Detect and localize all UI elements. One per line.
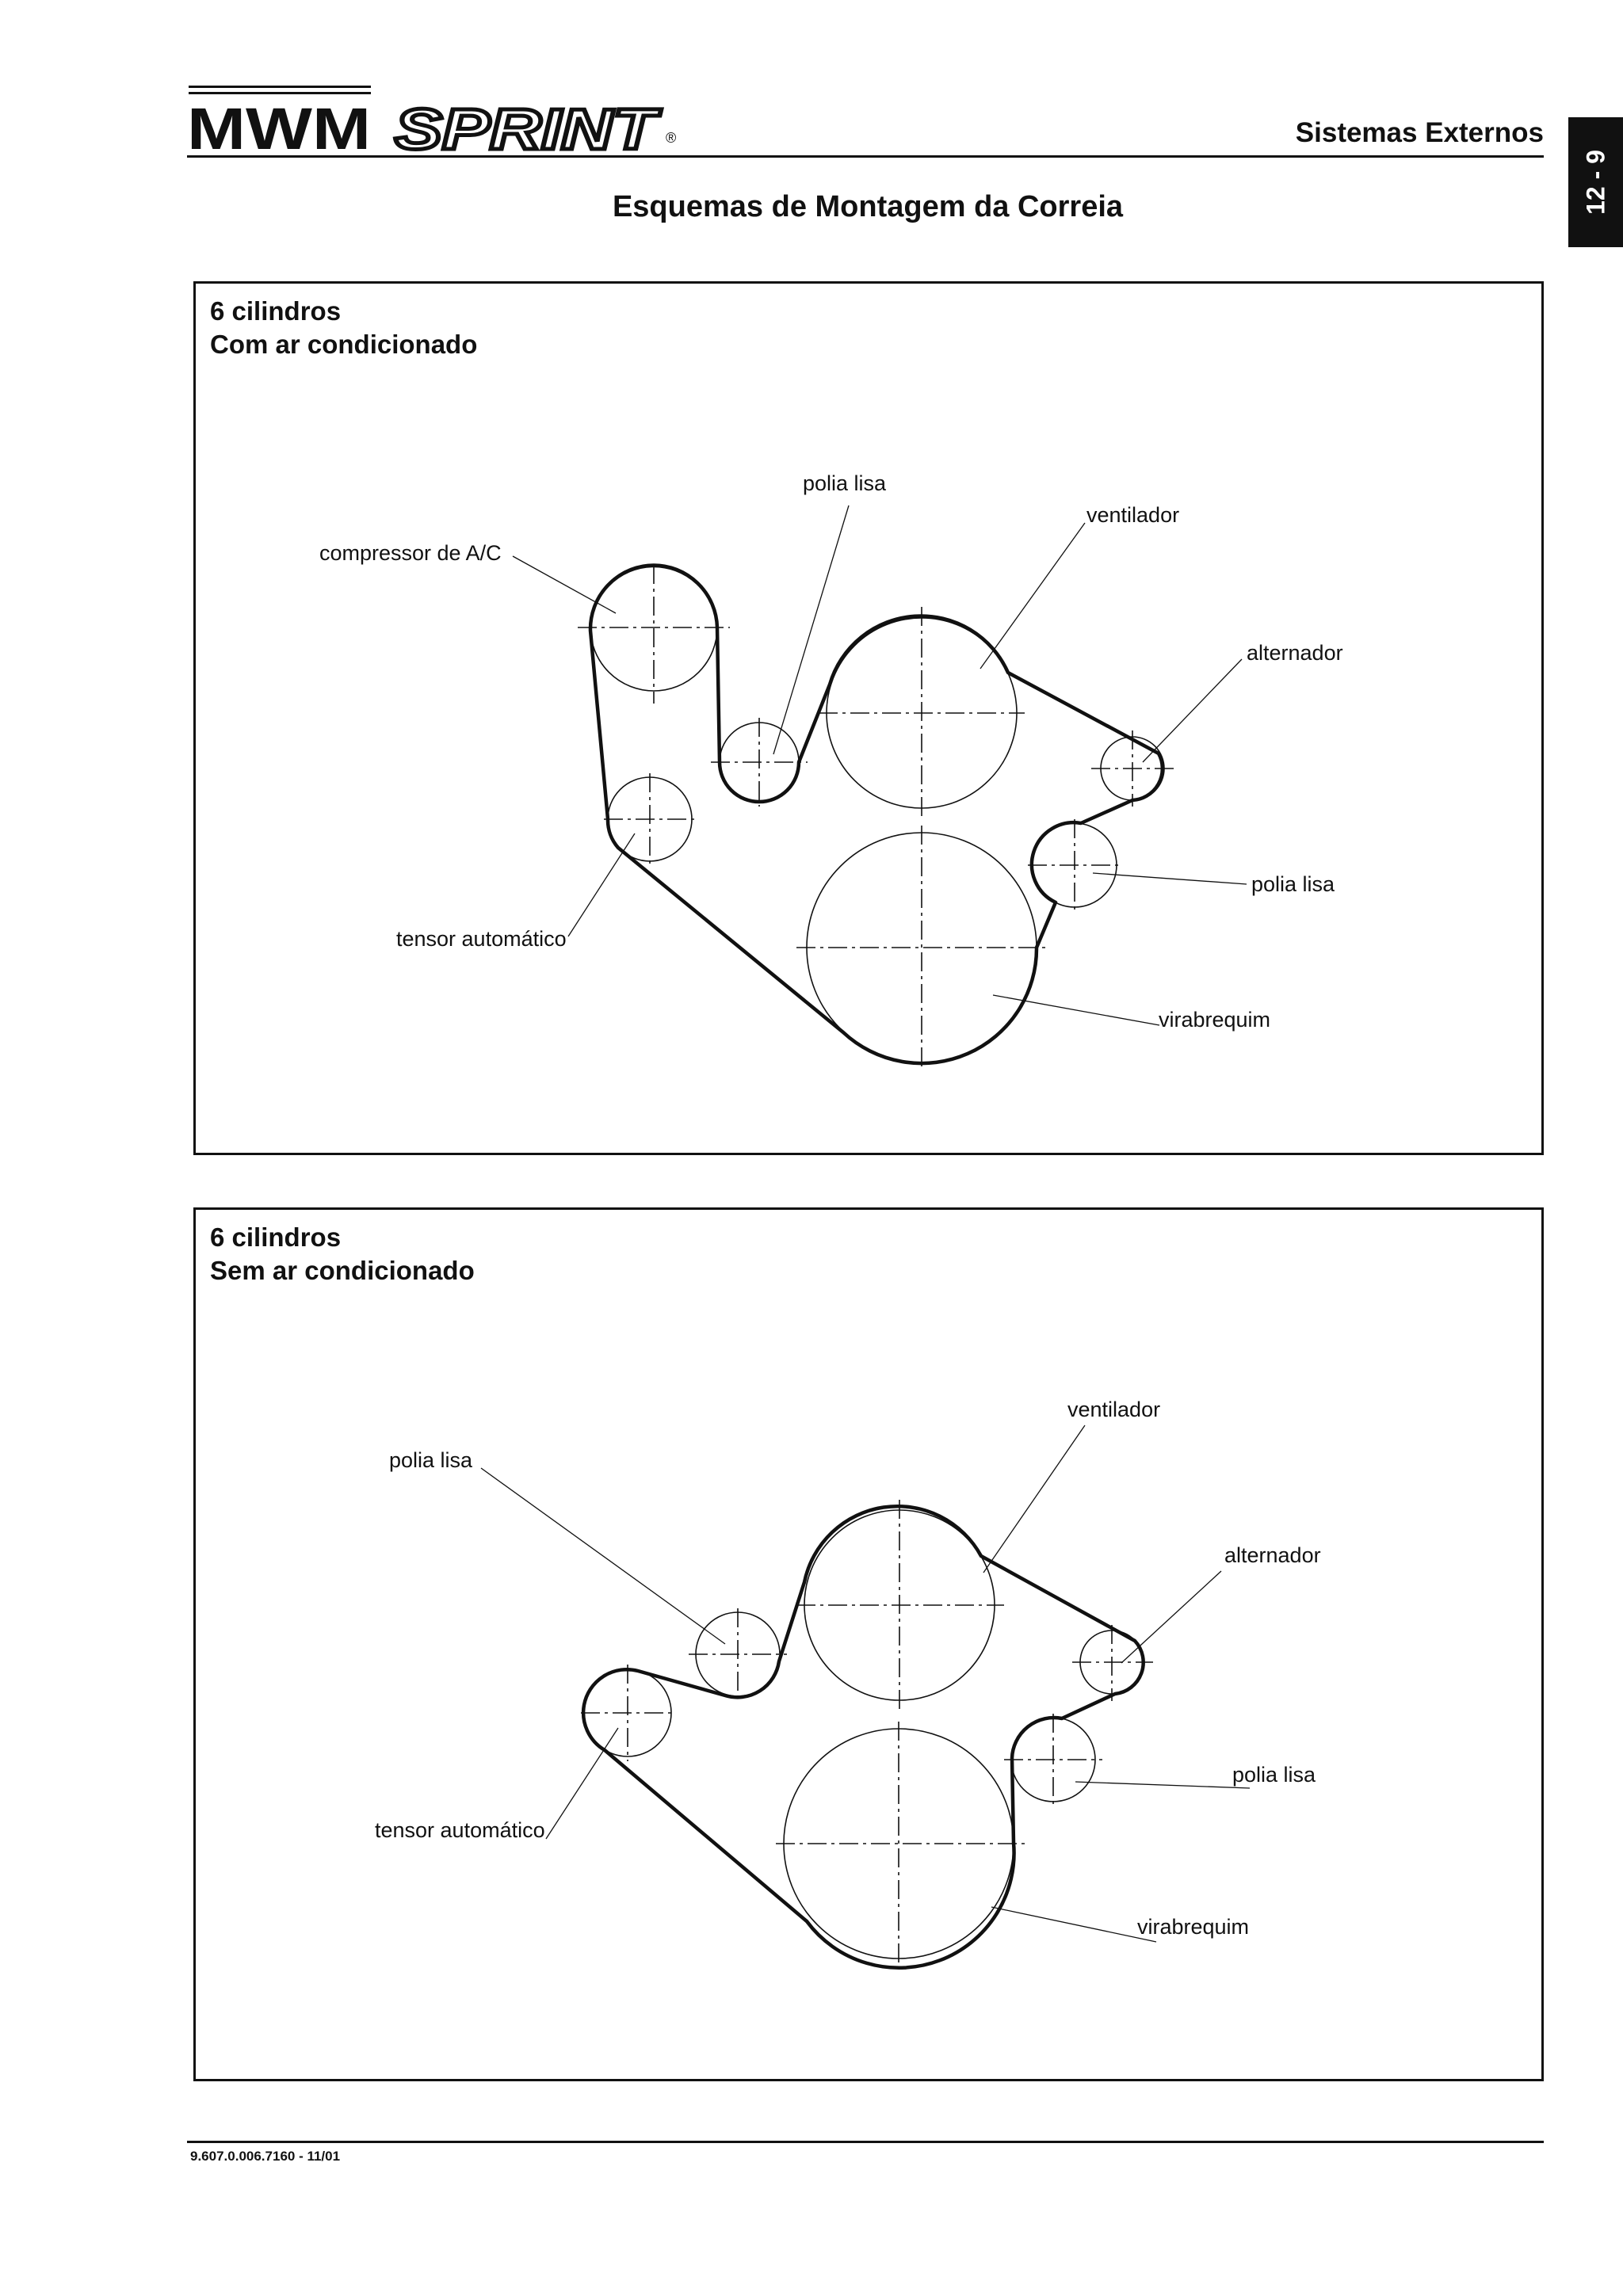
panel-title-line2: Com ar condicionado (210, 330, 478, 359)
section-title: Sistemas Externos (1295, 117, 1544, 148)
svg-text:SPRINT: SPRINT (395, 98, 663, 155)
label-idler-right: polia lisa (1251, 872, 1335, 896)
label-fan: ventilador (1067, 1398, 1160, 1421)
panel-title: 6 cilindros Com ar condicionado (210, 295, 477, 361)
panel-title-line2: Sem ar condicionado (210, 1256, 475, 1285)
svg-text:®: ® (666, 130, 676, 146)
belt-routing-diagram: ventilador polia lisa alternador polia l… (375, 1398, 1321, 1970)
page-title: Esquemas de Montagem da Correia (612, 190, 1124, 223)
label-crankshaft: virabrequim (1159, 1008, 1270, 1032)
label-tensioner: tensor automático (375, 1818, 545, 1842)
label-idler-right: polia lisa (1232, 1763, 1316, 1787)
label-alternator: alternador (1247, 641, 1343, 665)
label-idler-left: polia lisa (389, 1448, 473, 1472)
footer-divider (187, 2141, 1544, 2143)
label-tensioner: tensor automático (396, 927, 567, 951)
belt (581, 1505, 1145, 1970)
panel-title-line1: 6 cilindros (210, 296, 342, 326)
mwm-sprint-logo: MWM SPRINT ® (187, 86, 676, 155)
label-idler-top: polia lisa (803, 471, 887, 495)
belt-diagram-with-ac: 6 cilindros Com ar condicionado (193, 281, 1544, 1155)
page-number-tab: 12 - 9 (1568, 117, 1623, 247)
belt-routing-diagram: compressor de A/C polia lisa ventilador … (319, 471, 1343, 1071)
label-crankshaft: virabrequim (1137, 1915, 1249, 1939)
panel-title-line1: 6 cilindros (210, 1222, 342, 1252)
belt (588, 563, 1165, 1066)
svg-text:MWM: MWM (187, 96, 371, 155)
panel-title: 6 cilindros Sem ar condicionado (210, 1221, 475, 1287)
label-alternator: alternador (1224, 1543, 1321, 1567)
label-fan: ventilador (1086, 503, 1179, 527)
header-divider (187, 155, 1544, 158)
label-compressor: compressor de A/C (319, 541, 502, 565)
belt-diagram-without-ac: 6 cilindros Sem ar condicionado (193, 1207, 1544, 2081)
document-code: 9.607.0.006.7160 - 11/01 (190, 2149, 341, 2164)
